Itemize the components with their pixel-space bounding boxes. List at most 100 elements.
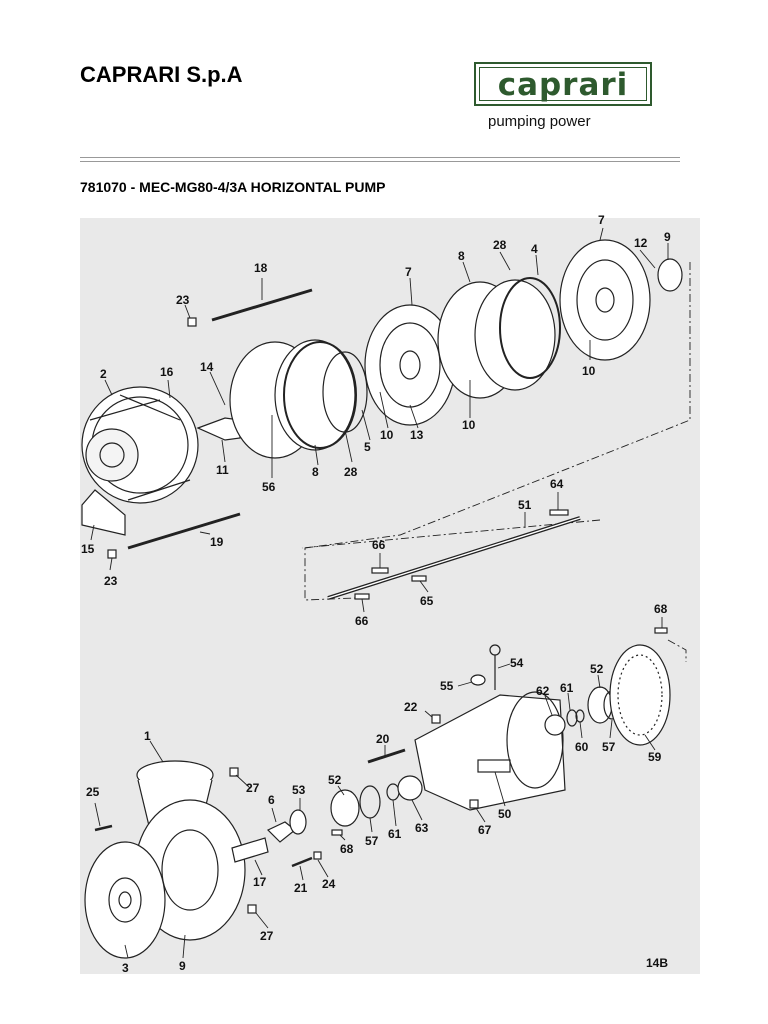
sleeve-part-17 [231, 837, 269, 863]
part-label: 12 [634, 236, 648, 250]
nut-part-24 [313, 851, 322, 860]
nut-part-27-top [229, 767, 239, 777]
nut-part-23-bottom [107, 549, 117, 559]
key-part-64 [549, 509, 569, 516]
part-label: 27 [260, 929, 274, 943]
tie-rod-part-19 [127, 512, 241, 550]
key-part-66-bottom [354, 593, 370, 600]
part-label: 17 [253, 875, 267, 889]
part-label: 55 [440, 679, 454, 693]
foot-part-15 [81, 489, 126, 536]
part-label: 28 [344, 465, 358, 479]
part-label: 57 [365, 834, 379, 848]
part-label: 16 [160, 365, 174, 379]
part-label: 50 [498, 807, 512, 821]
ring-part-61-right [566, 709, 578, 727]
company-name: CAPRARI S.p.A [80, 62, 243, 87]
part-label: 52 [590, 662, 604, 676]
front-cover-part-2 [81, 386, 199, 504]
tie-rod-part-18 [211, 288, 313, 322]
impeller-part-3 [84, 841, 166, 959]
part-label: 57 [602, 740, 616, 754]
stage-casing-part-8 [229, 339, 368, 459]
caprari-logo: caprari [474, 62, 652, 106]
part-label: 2 [100, 367, 107, 381]
part-label: 24 [322, 877, 336, 891]
part-label: 10 [582, 364, 596, 378]
o-ring-part-28-right [499, 277, 561, 379]
part-label: 27 [246, 781, 260, 795]
part-label: 9 [179, 959, 186, 973]
part-label: 61 [388, 827, 402, 841]
part-label: 23 [176, 293, 190, 307]
part-label: 65 [420, 594, 434, 608]
part-label: 25 [86, 785, 100, 799]
part-label: 21 [294, 881, 308, 895]
logo-tagline: pumping power [488, 113, 591, 130]
part-label: 10 [462, 418, 476, 432]
fan-part-59 [609, 644, 671, 746]
part-label: 11 [216, 463, 229, 477]
part-label: 52 [328, 773, 342, 787]
part-label: 7 [405, 265, 412, 279]
part-label: 3 [122, 961, 129, 975]
eyebolt-part-54 [489, 644, 501, 690]
part-label: 51 [518, 498, 532, 512]
part-label: 13 [410, 428, 424, 442]
document-title: 781070 - MEC-MG80-4/3A HORIZONTAL PUMP [80, 179, 386, 195]
bearing-part-63 [397, 775, 423, 801]
stud-part-21 [291, 856, 313, 868]
part-label: 10 [380, 428, 394, 442]
part-label: 5 [364, 440, 371, 454]
part-label: 66 [372, 538, 386, 552]
ring-part-61-left [386, 783, 400, 801]
part-label: 8 [458, 249, 465, 263]
part-label: 56 [262, 480, 276, 494]
part-label: 18 [254, 261, 268, 275]
bearing-housing-part-50 [414, 691, 566, 811]
part-label: 68 [654, 602, 668, 616]
nut-part-27-bottom [247, 904, 257, 914]
part-label: 60 [575, 740, 589, 754]
screw-part-25 [94, 824, 113, 832]
part-label: 54 [510, 656, 524, 670]
header-divider [80, 157, 680, 162]
part-label: 62 [536, 684, 550, 698]
part-label: 19 [210, 535, 224, 549]
part-label: 22 [404, 700, 418, 714]
part-label: 7 [598, 213, 605, 227]
part-label: 28 [493, 238, 507, 252]
diffuser-part-7-top [559, 239, 651, 361]
screw-part-68-bottom [331, 829, 343, 836]
key-part-66-top [371, 567, 389, 574]
ring-part-57-left [359, 785, 381, 819]
part-label: 1 [144, 729, 151, 743]
part-label: 8 [312, 465, 319, 479]
stage-casing-part-8-right [437, 279, 556, 399]
bearing-part-62 [544, 714, 566, 736]
part-label: 61 [560, 681, 574, 695]
part-label: 59 [648, 750, 662, 764]
page-code: 14B [646, 956, 669, 970]
part-label: 20 [376, 732, 390, 746]
part-label: 66 [355, 614, 369, 628]
logo-wordmark: caprari [479, 67, 647, 102]
part-label: 14 [200, 360, 214, 374]
stud-part-20 [367, 748, 406, 764]
part-label: 67 [478, 823, 492, 837]
part-labels: 7 9 12 28 4 8 7 18 23 2 16 14 10 10 10 1… [81, 213, 671, 975]
part-label: 63 [415, 821, 429, 835]
shaft-part-51 [327, 516, 581, 600]
key-part-65 [411, 575, 427, 582]
washer-part-9 [657, 258, 683, 292]
part-label: 9 [664, 230, 671, 244]
cover-part-52-left [330, 789, 360, 827]
leader-lines [90, 227, 669, 959]
part-label: 6 [268, 793, 275, 807]
nut-part-23-top [187, 317, 197, 327]
screw-part-68-top [654, 627, 668, 634]
part-label: 68 [340, 842, 354, 856]
axis-lines [301, 262, 691, 662]
part-label: 23 [104, 574, 118, 588]
